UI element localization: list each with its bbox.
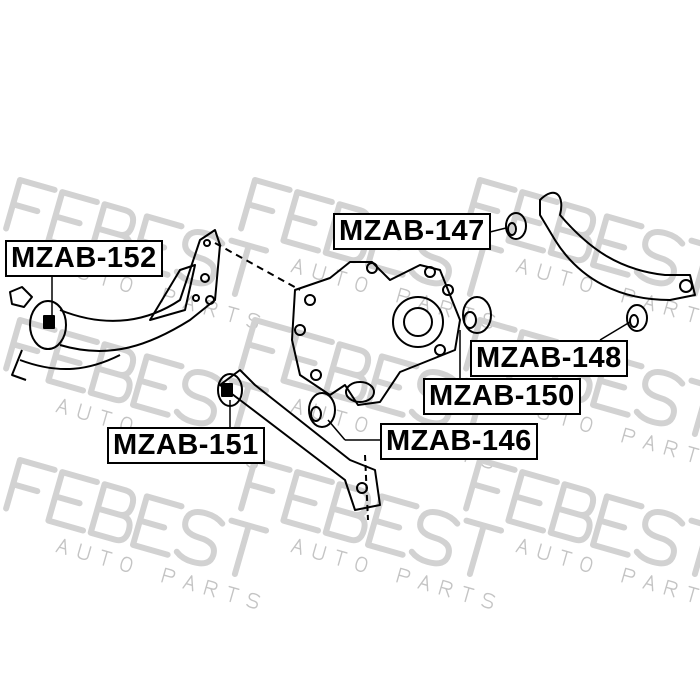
dashed-guide-line	[214, 242, 301, 291]
auto-parts-mark	[290, 538, 496, 609]
auto-parts-mark	[55, 538, 261, 609]
febest-logo-mark	[463, 176, 700, 298]
upper-arm	[505, 191, 696, 332]
knuckle	[291, 261, 461, 406]
auto-parts-mark	[515, 258, 700, 323]
part-label-mzab-152: MZAB-152	[5, 240, 163, 277]
febest-logo-mark	[3, 456, 270, 578]
febest-watermark	[463, 176, 700, 323]
lower-link	[217, 369, 381, 521]
bushing-150	[462, 296, 492, 334]
leader-lines	[51, 227, 631, 441]
febest-watermark	[463, 456, 700, 603]
part-label-mzab-147: MZAB-147	[333, 213, 491, 250]
febest-logo-mark	[3, 316, 270, 438]
febest-logo-mark	[463, 456, 700, 578]
febest-watermark	[3, 456, 270, 609]
bushing-146	[308, 392, 336, 428]
part-label-mzab-150: MZAB-150	[423, 378, 581, 415]
febest-watermark	[3, 316, 270, 469]
auto-parts-mark	[515, 538, 700, 603]
part-label-mzab-151: MZAB-151	[107, 427, 265, 464]
part-label-mzab-148: MZAB-148	[470, 340, 628, 377]
part-label-mzab-146: MZAB-146	[380, 423, 538, 460]
trailing-arm	[9, 229, 221, 381]
